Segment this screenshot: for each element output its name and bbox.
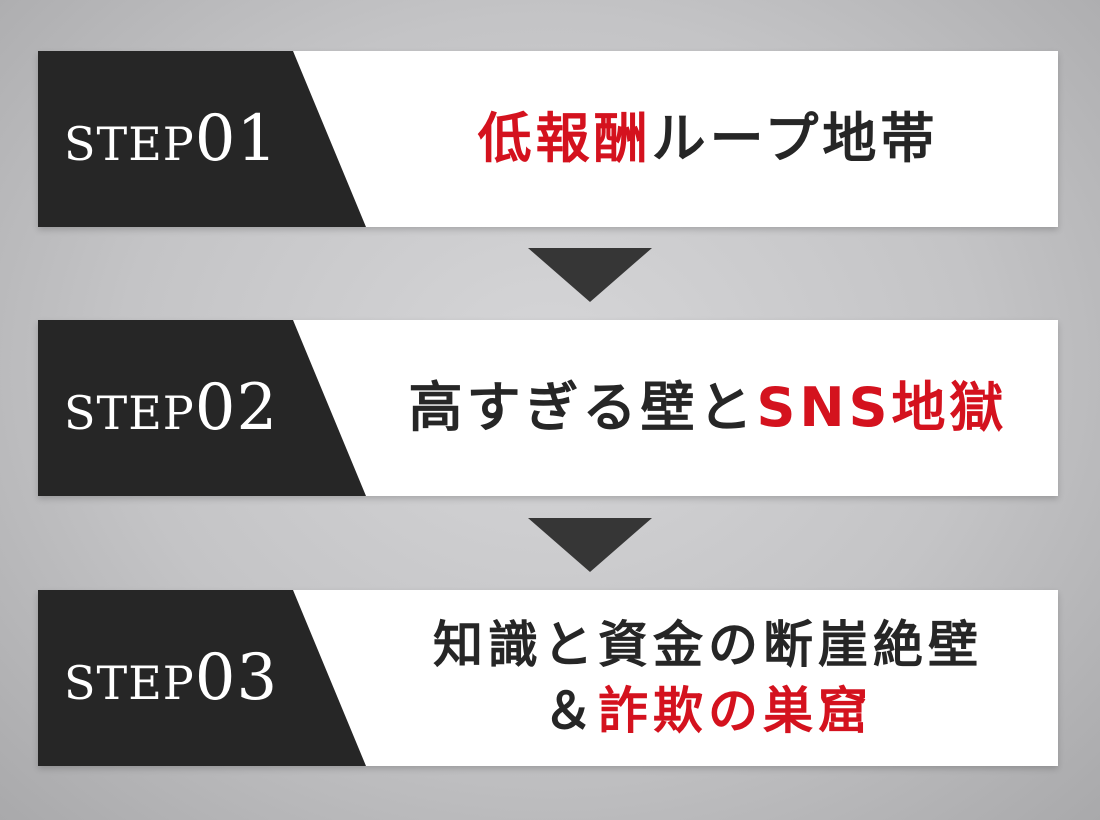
down-arrow-icon	[528, 518, 652, 572]
step-03-title: 知識と資金の断崖絶壁 ＆詐欺の巣窟	[368, 590, 1048, 766]
step-02-label-number: 02	[194, 371, 279, 445]
step-03-label-word: STEP	[64, 656, 195, 710]
down-arrow-icon	[528, 248, 652, 302]
step-02-title-highlight: SNS地獄	[756, 376, 1008, 439]
step-03-title-text: 知識と資金の断崖絶壁	[433, 616, 983, 674]
step-01-label-number: 01	[194, 102, 279, 176]
step-01-label-word: STEP	[64, 117, 195, 171]
step-01-title-text: ループ地帯	[651, 107, 939, 170]
step-02-card: STEP02 高すぎる壁とSNS地獄	[38, 320, 1058, 496]
step-01-title: 低報酬ループ地帯	[368, 51, 1048, 227]
step-02-title-text: 高すぎる壁と	[408, 376, 757, 439]
step-03-label: STEP03	[64, 590, 278, 766]
step-03-title-highlight: 詐欺の巣窟	[598, 682, 873, 740]
step-02-title: 高すぎる壁とSNS地獄	[368, 320, 1048, 496]
step-03-card: STEP03 知識と資金の断崖絶壁 ＆詐欺の巣窟	[38, 590, 1058, 766]
step-01-title-line-1: 低報酬ループ地帯	[478, 106, 939, 172]
step-02-title-line-1: 高すぎる壁とSNS地獄	[409, 375, 1008, 441]
step-02-label-word: STEP	[64, 386, 195, 440]
step-03-title-line-1: 知識と資金の断崖絶壁	[433, 612, 983, 678]
step-01-label: STEP01	[64, 51, 278, 227]
step-03-title-line-2: ＆詐欺の巣窟	[543, 678, 873, 744]
step-03-label-number: 03	[194, 641, 279, 715]
step-01-card: STEP01 低報酬ループ地帯	[38, 51, 1058, 227]
step-02-label: STEP02	[64, 320, 278, 496]
step-01-title-highlight: 低報酬	[477, 107, 652, 170]
step-03-title-ampersand: ＆	[543, 682, 598, 740]
